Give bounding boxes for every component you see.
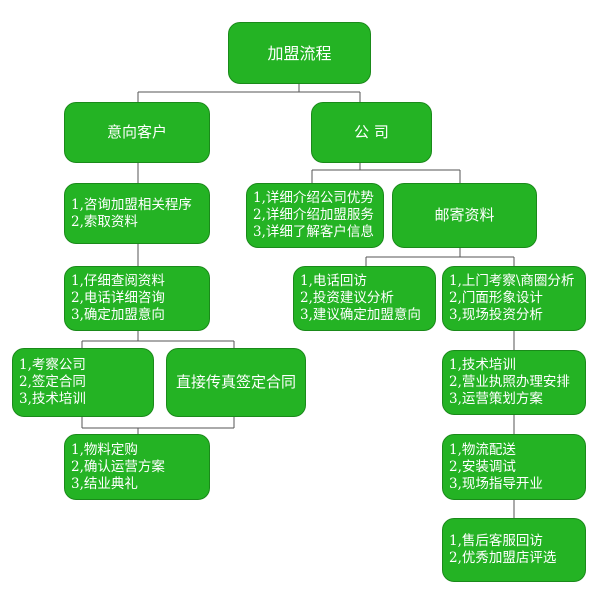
fax-contract-node: 直接传真签定合同 xyxy=(166,348,306,417)
aftersales-line-1: 1,售后客服回访 xyxy=(449,533,543,549)
phone-callback-node: 1,电话回访 2,投资建议分析 3,建议确定加盟意向 xyxy=(293,266,436,331)
site-visit-node: 1,上门考察\商圈分析 2,门面形象设计 3,现场投资分析 xyxy=(442,266,586,331)
training-line-2: 2,营业执照办理安排 xyxy=(449,374,570,390)
logistics-node: 1,物流配送 2,安装调试 3,现场指导开业 xyxy=(442,434,586,500)
inspect-line-1: 1,考察公司 xyxy=(19,357,86,373)
logistics-line-2: 2,安装调试 xyxy=(449,458,516,475)
intent-customer-node: 意向客户 xyxy=(64,102,210,163)
callback-line-1: 1,电话回访 xyxy=(300,273,367,289)
inquiry-line-2: 2,索取资料 xyxy=(71,213,138,230)
title-node: 加盟流程 xyxy=(228,22,371,84)
review-line-1: 1,仔细查阅资料 xyxy=(71,273,165,289)
material-line-1: 1,物料定购 xyxy=(71,441,138,458)
intro-line-1: 1,详细介绍公司优势 xyxy=(253,190,374,206)
review-line-3: 3,确定加盟意向 xyxy=(71,307,165,323)
review-node: 1,仔细查阅资料 2,电话详细咨询 3,确定加盟意向 xyxy=(64,266,210,331)
intro-line-3: 3,详细了解客户信息 xyxy=(253,224,374,240)
material-order-node: 1,物料定购 2,确认运营方案 3,结业典礼 xyxy=(64,434,210,500)
visit-line-2: 2,门面形象设计 xyxy=(449,290,543,306)
inquiry-node: 1,咨询加盟相关程序 2,索取资料 xyxy=(64,183,210,244)
intent-customer-text: 意向客户 xyxy=(106,123,167,141)
visit-line-3: 3,现场投资分析 xyxy=(449,307,543,323)
mail-materials-node: 邮寄资料 xyxy=(392,183,537,248)
training-line-3: 3,运营策划方案 xyxy=(449,391,543,407)
inquiry-line-1: 1,咨询加盟相关程序 xyxy=(71,196,192,213)
fax-contract-text: 直接传真签定合同 xyxy=(175,373,296,391)
title-text: 加盟流程 xyxy=(267,43,332,63)
training-line-1: 1,技术培训 xyxy=(449,357,516,373)
tech-training-node: 1,技术培训 2,营业执照办理安排 3,运营策划方案 xyxy=(442,350,586,415)
callback-line-2: 2,投资建议分析 xyxy=(300,290,394,306)
intro-line-2: 2,详细介绍加盟服务 xyxy=(253,207,374,223)
after-sales-node: 1,售后客服回访 2,优秀加盟店评选 xyxy=(442,518,586,582)
logistics-line-1: 1,物流配送 xyxy=(449,441,516,458)
company-text: 公 司 xyxy=(354,123,389,141)
inspect-company-node: 1,考察公司 2,签定合同 3,技术培训 xyxy=(12,348,154,417)
inspect-line-2: 2,签定合同 xyxy=(19,374,86,390)
company-node: 公 司 xyxy=(311,102,432,163)
visit-line-1: 1,上门考察\商圈分析 xyxy=(449,273,575,289)
callback-line-3: 3,建议确定加盟意向 xyxy=(300,307,421,323)
inspect-line-3: 3,技术培训 xyxy=(19,391,86,407)
logistics-line-3: 3,现场指导开业 xyxy=(449,475,543,492)
aftersales-line-2: 2,优秀加盟店评选 xyxy=(449,550,557,566)
mail-materials-text: 邮寄资料 xyxy=(434,206,495,224)
material-line-3: 3,结业典礼 xyxy=(71,475,138,492)
review-line-2: 2,电话详细咨询 xyxy=(71,290,165,306)
material-line-2: 2,确认运营方案 xyxy=(71,458,165,475)
company-intro-node: 1,详细介绍公司优势 2,详细介绍加盟服务 3,详细了解客户信息 xyxy=(246,183,384,248)
